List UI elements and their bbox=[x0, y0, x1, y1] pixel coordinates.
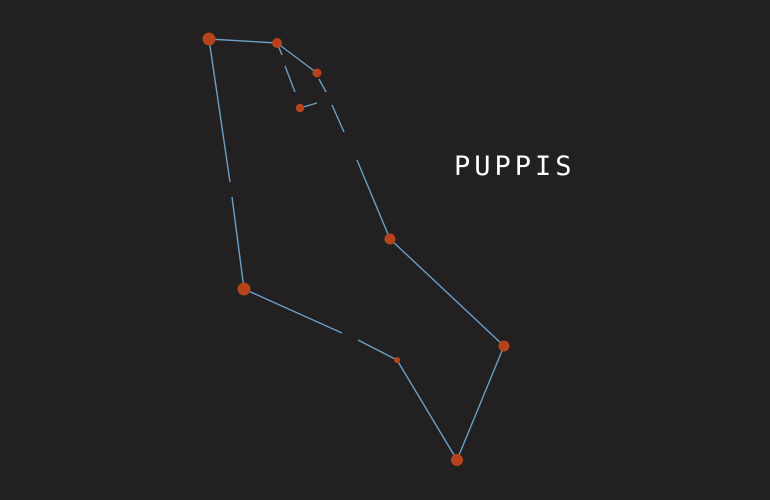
star bbox=[394, 357, 400, 363]
constellation-line bbox=[276, 42, 318, 74]
constellation-line bbox=[243, 288, 343, 334]
constellation-lines bbox=[208, 38, 505, 461]
star bbox=[272, 38, 282, 48]
constellation-line bbox=[284, 65, 296, 93]
constellation-stars bbox=[202, 32, 510, 466]
constellation-line bbox=[389, 238, 505, 347]
star bbox=[384, 233, 396, 245]
constellation-line bbox=[356, 159, 391, 240]
constellation-line bbox=[231, 196, 245, 290]
constellation-line bbox=[208, 38, 278, 44]
constellation-line bbox=[331, 104, 345, 133]
constellation-line bbox=[396, 359, 458, 461]
star bbox=[237, 282, 251, 296]
constellation-line bbox=[208, 38, 231, 183]
constellation-line bbox=[357, 339, 398, 361]
constellation-name-label: PUPPIS bbox=[454, 151, 576, 182]
star bbox=[498, 340, 510, 352]
star bbox=[312, 68, 322, 78]
star bbox=[202, 32, 216, 46]
star bbox=[295, 103, 305, 113]
constellation-line bbox=[318, 78, 327, 93]
constellation-line bbox=[456, 345, 505, 461]
star bbox=[451, 454, 463, 466]
